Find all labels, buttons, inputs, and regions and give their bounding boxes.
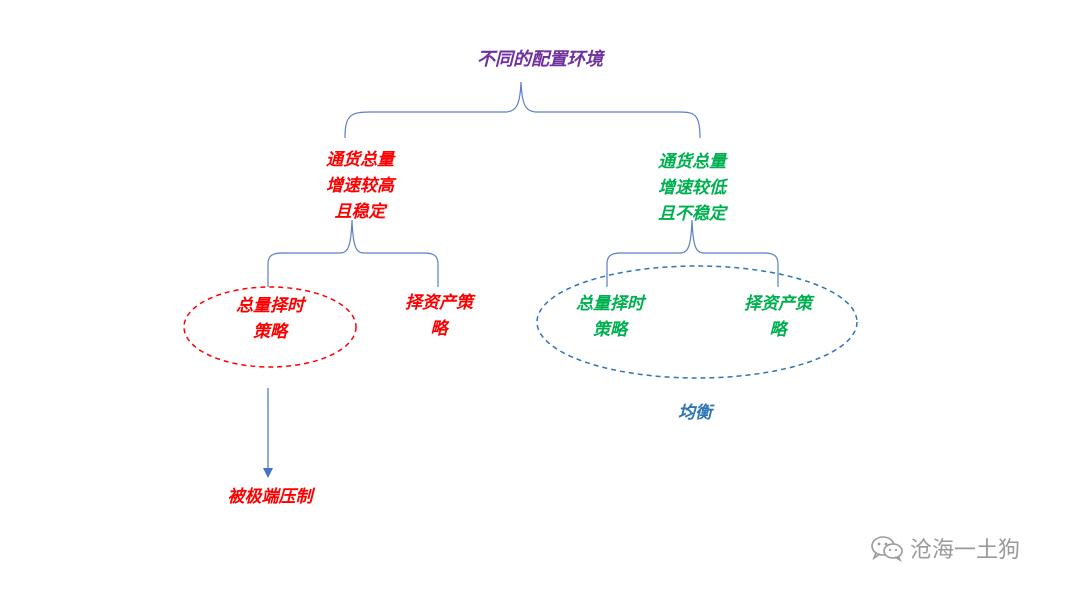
suppressed-outcome-label: 被极端压制: [227, 487, 313, 507]
balance-outcome-label: 均衡: [678, 403, 712, 423]
root-bracket: [344, 81, 701, 139]
wechat-icon: [870, 534, 904, 562]
right-timing-strategy-label: 总量择时 策略: [576, 294, 644, 340]
root-label: 不同的配置环境: [477, 49, 603, 70]
watermark-text: 沧海一土狗: [910, 538, 1021, 563]
right-bracket: [606, 219, 779, 287]
left-asset-strategy-label: 择资产策 略: [405, 293, 473, 339]
right-group-ellipse: [536, 265, 858, 379]
watermark: 沧海一土狗: [870, 532, 1020, 564]
right-condition-label: 通货总量 增速较低 且不稳定: [658, 152, 726, 224]
left-bracket: [267, 219, 439, 287]
left-timing-ellipse: [183, 286, 357, 368]
right-asset-strategy-label: 择资产策 略: [744, 294, 812, 340]
down-arrow-head: [263, 468, 273, 478]
left-condition-label: 通货总量 增速较高 且稳定: [326, 150, 394, 222]
left-timing-strategy-label: 总量择时 策略: [236, 296, 304, 342]
